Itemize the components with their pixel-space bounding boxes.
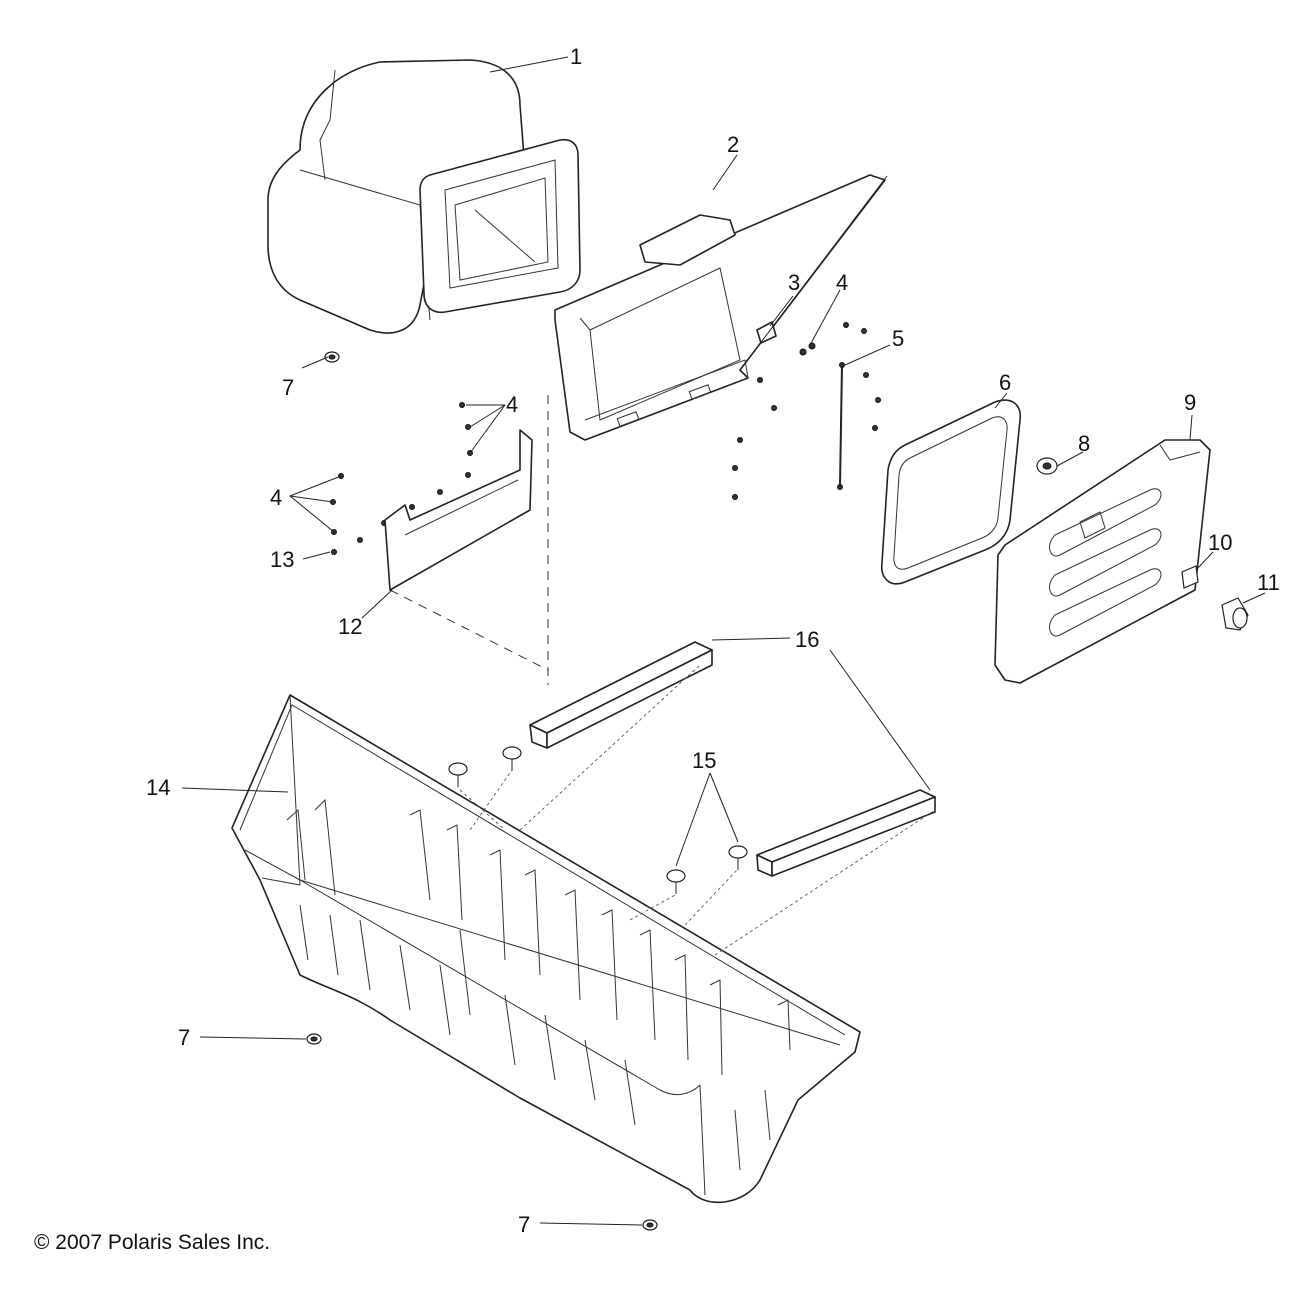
- part-4-screws: [330, 322, 881, 543]
- part-15-push-pins: [448, 746, 748, 894]
- part-1-storage-cover: [267, 59, 581, 334]
- part-11-latch: [1221, 597, 1249, 631]
- part-13-screw: [331, 549, 337, 555]
- callout-1: 1: [570, 44, 582, 69]
- callout-labels: 1 2 3 4 5 6 7 4 8 9 4 10 11 13 12 16 15 …: [34, 44, 1280, 1254]
- part-14-storage-box: [231, 694, 861, 1204]
- part-5-rod: [837, 362, 845, 490]
- part-7-nuts: [306, 351, 658, 1231]
- part-10-bracket: [1181, 565, 1199, 589]
- callout-9: 9: [1184, 390, 1196, 415]
- part-3-plate: [756, 321, 777, 344]
- part-9-door-panel: [994, 439, 1211, 684]
- callout-7-left: 7: [178, 1025, 190, 1050]
- part-12-side-plate: [384, 429, 533, 591]
- callout-11: 11: [1257, 570, 1280, 595]
- callout-7-top: 7: [282, 375, 294, 400]
- part-8-grommet: [1036, 457, 1058, 475]
- part-16-rails: [529, 641, 936, 877]
- callout-4-frame: 4: [836, 270, 848, 295]
- callout-12: 12: [338, 614, 362, 639]
- callout-6: 6: [999, 370, 1011, 395]
- callout-15: 15: [692, 748, 716, 773]
- callout-16: 16: [795, 627, 819, 652]
- callout-14: 14: [146, 775, 170, 800]
- callout-2: 2: [727, 132, 739, 157]
- part-6-seal: [880, 399, 1021, 585]
- callout-4-left: 4: [270, 485, 282, 510]
- callout-3: 3: [788, 270, 800, 295]
- callout-5: 5: [892, 326, 904, 351]
- part-2-mounting-frame: [554, 174, 886, 441]
- callout-13: 13: [270, 547, 294, 572]
- callout-4-mid: 4: [506, 392, 518, 417]
- callout-10: 10: [1208, 530, 1232, 555]
- callout-8: 8: [1078, 431, 1090, 456]
- assembly-lines: [389, 395, 936, 956]
- copyright-notice: © 2007 Polaris Sales Inc.: [34, 1231, 270, 1254]
- callout-7-bottom: 7: [518, 1212, 530, 1237]
- leader-lines: [181, 56, 1266, 1226]
